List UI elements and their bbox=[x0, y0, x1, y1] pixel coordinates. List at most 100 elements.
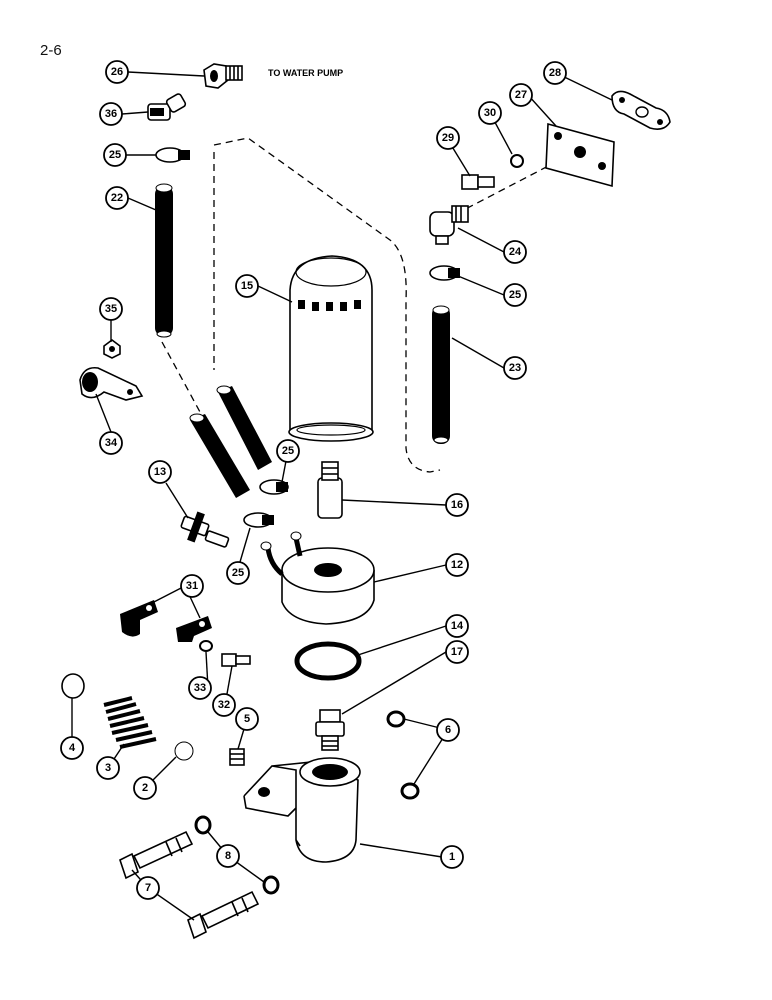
callout-25: 25 bbox=[103, 143, 127, 167]
callout-1: 1 bbox=[440, 845, 464, 869]
callout-25-label: 25 bbox=[282, 445, 294, 457]
callout-4: 4 bbox=[60, 736, 84, 760]
callout-3: 3 bbox=[96, 756, 120, 780]
callout-25-label: 25 bbox=[232, 567, 244, 579]
callout-33: 33 bbox=[188, 676, 212, 700]
callout-25: 25 bbox=[503, 283, 527, 307]
callout-15: 15 bbox=[235, 274, 259, 298]
callout-31-label: 31 bbox=[186, 580, 198, 592]
mounting-plate-part bbox=[545, 122, 615, 188]
callout-26: 26 bbox=[105, 60, 129, 84]
oil-cooler-part bbox=[260, 531, 375, 625]
callout-24: 24 bbox=[503, 240, 527, 264]
cap-screw-part bbox=[187, 890, 260, 940]
p-clamp-part bbox=[79, 366, 144, 401]
threaded-fitting-part bbox=[315, 709, 345, 751]
leader-lines bbox=[71, 71, 613, 921]
callout-2: 2 bbox=[133, 776, 157, 800]
callout-27-label: 27 bbox=[515, 89, 527, 101]
callout-2-label: 2 bbox=[142, 782, 148, 794]
cap-screw-part bbox=[119, 830, 194, 880]
callout-5: 5 bbox=[235, 707, 259, 731]
callout-7-label: 7 bbox=[145, 882, 151, 894]
gasket-part bbox=[611, 90, 671, 130]
callout-12: 12 bbox=[445, 553, 469, 577]
bolt-part bbox=[461, 174, 495, 190]
callout-3-label: 3 bbox=[105, 762, 111, 774]
bolt-part bbox=[221, 653, 251, 667]
mounting-bracket-part bbox=[176, 616, 212, 642]
callout-4-label: 4 bbox=[69, 742, 76, 754]
callout-30: 30 bbox=[478, 101, 502, 125]
callout-24-label: 24 bbox=[509, 246, 522, 258]
callout-29: 29 bbox=[436, 126, 460, 150]
hose-clamp-part bbox=[429, 265, 460, 281]
callout-8-label: 8 bbox=[225, 850, 231, 862]
hose-clamp-part bbox=[259, 479, 289, 495]
tee-fitting-part bbox=[180, 511, 230, 548]
set-screw-part bbox=[229, 748, 245, 766]
callout-32: 32 bbox=[212, 693, 236, 717]
flat-washer-part bbox=[262, 875, 280, 895]
hose-routing-dashed-line bbox=[213, 137, 441, 473]
check-ball-part bbox=[174, 741, 194, 761]
callout-15-label: 15 bbox=[241, 280, 253, 292]
lock-washer-part bbox=[199, 640, 213, 652]
lock-washer-part bbox=[510, 154, 524, 168]
filter-base-housing-part bbox=[243, 757, 361, 863]
filter-adapter-part bbox=[317, 461, 343, 519]
flat-washer-part bbox=[194, 815, 212, 835]
elbow-fitting-part bbox=[429, 205, 469, 245]
callout-7: 7 bbox=[136, 876, 160, 900]
callout-25-label: 25 bbox=[509, 289, 521, 301]
callout-14-label: 14 bbox=[451, 620, 464, 632]
callout-29-label: 29 bbox=[442, 132, 454, 144]
callout-27: 27 bbox=[509, 83, 533, 107]
callout-26-label: 26 bbox=[111, 66, 123, 78]
callout-16: 16 bbox=[445, 493, 469, 517]
callout-23-label: 23 bbox=[509, 362, 521, 374]
callout-17: 17 bbox=[445, 640, 469, 664]
callout-1-label: 1 bbox=[449, 851, 455, 863]
callout-33-label: 33 bbox=[194, 682, 206, 694]
callout-35: 35 bbox=[99, 297, 123, 321]
callout-6-label: 6 bbox=[445, 724, 451, 736]
callout-36-label: 36 bbox=[105, 108, 117, 120]
callout-14: 14 bbox=[445, 614, 469, 638]
callout-17-label: 17 bbox=[451, 646, 463, 658]
callout-25: 25 bbox=[276, 439, 300, 463]
o-ring-part bbox=[400, 782, 420, 800]
callout-35-label: 35 bbox=[105, 303, 117, 315]
callout-32-label: 32 bbox=[218, 699, 230, 711]
o-ring-part bbox=[386, 710, 406, 728]
callout-22: 22 bbox=[105, 186, 129, 210]
callout-36: 36 bbox=[99, 102, 123, 126]
callout-25: 25 bbox=[226, 561, 250, 585]
coolant-hose-pair-part bbox=[189, 385, 272, 498]
callout-16-label: 16 bbox=[451, 499, 463, 511]
page-number: 2-6 bbox=[40, 42, 62, 59]
callout-28: 28 bbox=[543, 61, 567, 85]
water-pump-fitting-part bbox=[203, 63, 243, 89]
callout-30-label: 30 bbox=[484, 107, 496, 119]
bracket-routing-dashed-line bbox=[455, 161, 557, 215]
callout-23: 23 bbox=[503, 356, 527, 380]
hose-clamp-part bbox=[155, 147, 190, 163]
callout-34: 34 bbox=[99, 431, 123, 455]
elbow-fitting-part bbox=[147, 93, 187, 121]
callout-28-label: 28 bbox=[549, 67, 561, 79]
callout-22-label: 22 bbox=[111, 192, 123, 204]
callout-31: 31 bbox=[180, 574, 204, 598]
callout-25-label: 25 bbox=[109, 149, 121, 161]
callout-12-label: 12 bbox=[451, 559, 463, 571]
callout-8: 8 bbox=[216, 844, 240, 868]
callout-13: 13 bbox=[148, 460, 172, 484]
callout-34-label: 34 bbox=[105, 437, 118, 449]
to-water-pump-note: TO WATER PUMP bbox=[268, 68, 343, 78]
oil-filter-part bbox=[288, 255, 374, 442]
mounting-bracket-part bbox=[120, 600, 158, 637]
coolant-hose-part bbox=[155, 183, 173, 338]
hose-22-routing-dashed-line bbox=[161, 341, 201, 413]
